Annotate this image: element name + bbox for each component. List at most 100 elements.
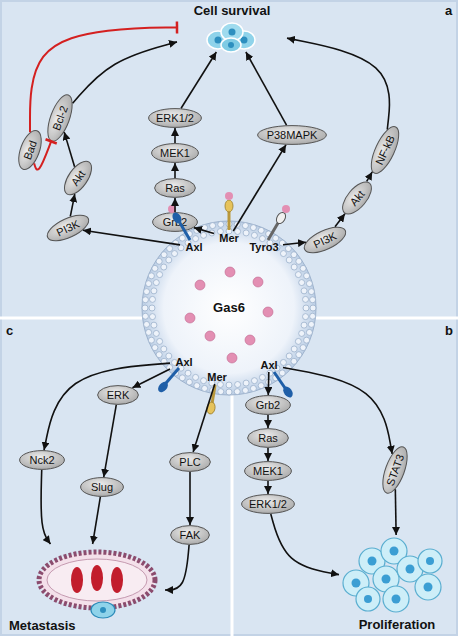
node-outline (152, 144, 199, 163)
ligand-dot (168, 205, 176, 213)
vessel-wall (39, 552, 155, 608)
activation-arrow (267, 448, 269, 461)
ligand-dot (253, 277, 263, 287)
cell-nucleus (368, 557, 377, 566)
lipid-head (295, 338, 301, 344)
membrane-sphere (142, 221, 316, 395)
activation-arrow (194, 228, 214, 234)
lipid-head (291, 252, 297, 258)
node-outline (155, 179, 196, 198)
lipid-head (266, 231, 272, 237)
lipid-head (151, 322, 157, 328)
lipid-head (279, 240, 285, 246)
lipid-head (210, 387, 216, 393)
receptor-label: Axl (180, 240, 208, 254)
lipid-head (296, 352, 302, 358)
lipid-head (161, 264, 167, 270)
protein-node: P38MAPK (257, 125, 327, 145)
protein-node: ERK1/2 (241, 494, 295, 514)
lipid-head (286, 257, 292, 263)
lipid-head (243, 380, 249, 386)
cell-nucleus (364, 595, 372, 603)
activation-arrow (64, 132, 74, 167)
activation-arrow (174, 198, 176, 212)
lipid-head (250, 385, 256, 391)
outcome-node: Cell survival (177, 2, 287, 52)
lipid-head (152, 265, 158, 271)
lipid-head (285, 364, 291, 370)
protein-node: ERK (97, 385, 139, 405)
lipid-head (193, 374, 199, 380)
lipid-head (218, 221, 224, 227)
node-outline (43, 92, 77, 144)
receptor-head (275, 211, 288, 225)
lipid-head (286, 353, 292, 359)
lipid-head (202, 385, 208, 391)
lipid-head (161, 346, 167, 352)
node-outline (248, 429, 289, 448)
receptor-label: Mer (202, 370, 232, 384)
node-outline (149, 109, 202, 128)
lipid-head (296, 258, 302, 264)
lipid-head (217, 228, 223, 234)
protein-node: Ras (154, 178, 196, 198)
node-label: Axl (185, 241, 202, 254)
receptor-head (225, 200, 233, 212)
lipid-head (161, 358, 167, 364)
lipid-head (179, 235, 185, 241)
node-label: Nck2 (29, 454, 54, 467)
receptor-stalk (166, 368, 179, 383)
cell-nucleus (228, 42, 234, 48)
axl-receptor (168, 205, 190, 240)
lipid-head (299, 280, 305, 286)
lipid-head (167, 246, 173, 252)
node-outline (81, 478, 124, 497)
activation-arrow (174, 128, 176, 143)
panel-letter: b (445, 323, 453, 338)
activation-arrow (181, 52, 216, 108)
node-label: ERK1/2 (156, 112, 194, 125)
protein-node: Slug (80, 477, 124, 497)
tumor-cell (91, 602, 115, 618)
activation-arrow (44, 363, 170, 450)
protein-node: MEK1 (151, 143, 199, 163)
lipid-head (274, 245, 280, 251)
activation-arrow (367, 172, 373, 181)
axl-receptor (274, 372, 295, 399)
lipid-head (266, 379, 272, 385)
lipid-head (267, 240, 273, 246)
panel-letter: a (445, 3, 452, 18)
cell-nucleus (426, 557, 434, 565)
node-outline (153, 213, 198, 232)
lipid-head (179, 375, 185, 381)
activation-arrow (335, 214, 345, 227)
lipid-head (299, 330, 305, 336)
node-outline (378, 444, 412, 496)
outcome-node: Proliferation (339, 535, 455, 635)
cell-shape (383, 586, 409, 612)
node-label: FAK (180, 529, 201, 542)
lipid-head (173, 370, 179, 376)
receptor-head (156, 380, 170, 394)
node-outline (258, 126, 327, 145)
ligand-dot (225, 267, 235, 277)
lipid-head (152, 345, 158, 351)
lipid-head (273, 235, 279, 241)
receptor-head (171, 211, 184, 225)
protein-node: PLC (169, 452, 211, 472)
lipid-head (301, 288, 307, 294)
cell-shape (415, 574, 441, 600)
lipid-head (303, 296, 309, 302)
cell-nucleus (382, 575, 391, 584)
lipid-head (235, 382, 241, 388)
node-outline (44, 210, 93, 246)
lipid-head (280, 251, 286, 257)
lipid-head (291, 264, 297, 270)
lipid-head (178, 245, 184, 251)
activation-arrow (174, 163, 176, 178)
cell-nucleus (229, 29, 236, 36)
node-outline (20, 451, 65, 470)
lipid-head (279, 370, 285, 376)
lipid-head (226, 228, 232, 234)
